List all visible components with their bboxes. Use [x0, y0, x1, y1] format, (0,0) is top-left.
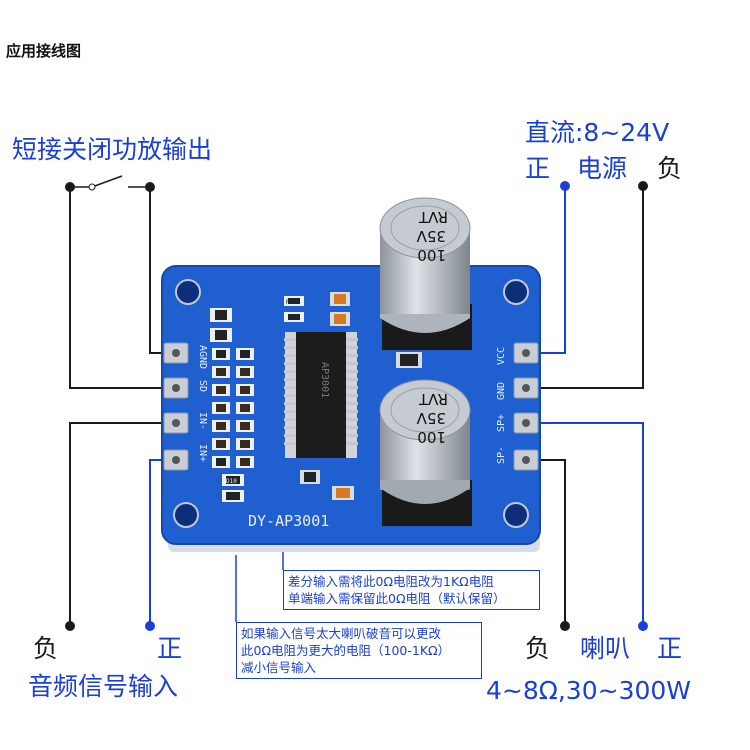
speaker-spec-label: 4~8Ω,30~300W	[486, 676, 692, 705]
cap-bottom-value: 100	[417, 428, 446, 446]
power-pos-label: 正	[525, 154, 551, 183]
switch-dot-left	[65, 182, 75, 192]
page-title: 应用接线图	[6, 42, 82, 60]
mount-hole-br	[503, 502, 529, 528]
smd-components-top	[284, 292, 422, 500]
cap-bottom-brand: RVT	[418, 390, 448, 408]
speaker-neg-dot	[560, 621, 570, 631]
speaker-pos-wire	[540, 422, 644, 626]
audio-pos-dot	[145, 621, 155, 631]
power-neg-dot	[638, 181, 648, 191]
switch-wire-right	[149, 187, 162, 354]
switch-wire-left	[69, 187, 162, 389]
speaker-pos-label: 正	[657, 634, 683, 663]
pin-label-in-minus: IN-	[197, 412, 208, 430]
capacitor-bottom: RVT 35V 100	[379, 379, 472, 526]
resistor-label-r10: R10	[286, 299, 297, 306]
ic-chip	[284, 332, 358, 458]
capacitor-top: RVT 35V 100	[379, 197, 472, 350]
audio-input-label: 音频信号输入	[28, 672, 179, 701]
short-close-label: 短接关闭功放输出	[12, 135, 213, 164]
audio-neg-dot	[65, 621, 75, 631]
signal-attenuation-note: 如果输入信号太大喇叭破音可以更改 此0Ω电阻为更大的电阻（100-1KΩ） 减小…	[236, 622, 482, 679]
smd-components-left	[210, 308, 254, 502]
cap-top-brand: RVT	[418, 208, 448, 226]
note-line: 如果输入信号太大喇叭破音可以更改	[241, 626, 442, 641]
pin-label-sd: SD	[197, 380, 208, 392]
speaker-label: 喇叭	[580, 634, 631, 663]
audio-neg-label: 负	[33, 634, 59, 663]
mount-hole-bl	[173, 502, 199, 528]
dc-power-label: 直流:8~24V	[525, 118, 670, 147]
audio-pos-wire	[149, 459, 162, 626]
speaker-neg-wire	[540, 459, 566, 626]
power-text-label: 电源	[577, 154, 628, 183]
power-pos-dot	[560, 181, 570, 191]
mount-hole-tl	[175, 279, 201, 305]
pin-label-in-plus: IN+	[197, 444, 208, 462]
pin-label-agnd: AGND	[197, 345, 208, 369]
power-neg-label: 负	[657, 154, 683, 183]
differential-input-note: 差分输入需将此0Ω电阻改为1KΩ电阻 单端输入需保留此0Ω电阻（默认保留）	[283, 570, 540, 610]
amplifier-board: AGND SD IN- IN+ VCC GND SP+ SP-	[161, 265, 541, 552]
speaker-pos-dot	[638, 621, 648, 631]
note-line: 差分输入需将此0Ω电阻改为1KΩ电阻	[288, 574, 494, 589]
power-neg-wire	[540, 186, 644, 389]
note-line: 此0Ω电阻为更大的电阻（100-1KΩ）	[241, 643, 451, 658]
mount-hole-tr	[503, 279, 529, 305]
switch-dot-right	[145, 182, 155, 192]
board-model-label: DY-AP3001	[248, 512, 329, 530]
speaker-neg-label: 负	[525, 634, 551, 663]
pin-label-vcc: VCC	[496, 347, 507, 365]
cap-bottom-voltage: 35V	[416, 409, 446, 427]
switch-symbol	[70, 175, 150, 191]
power-pos-wire	[540, 186, 566, 354]
chip-marking: AP3001	[319, 362, 330, 398]
note-line: 减小信号输入	[241, 660, 317, 675]
pin-label-sp-plus: SP+	[496, 414, 507, 432]
audio-neg-wire	[69, 422, 162, 626]
resistor-label-d10: D10	[226, 478, 237, 485]
cap-top-voltage: 35V	[416, 227, 446, 245]
audio-pos-label: 正	[157, 634, 183, 663]
note-line: 单端输入需保留此0Ω电阻（默认保留）	[288, 591, 506, 606]
pin-label-gnd: GND	[496, 382, 507, 400]
cap-top-value: 100	[417, 246, 446, 264]
pin-label-sp-minus: SP-	[496, 446, 507, 464]
